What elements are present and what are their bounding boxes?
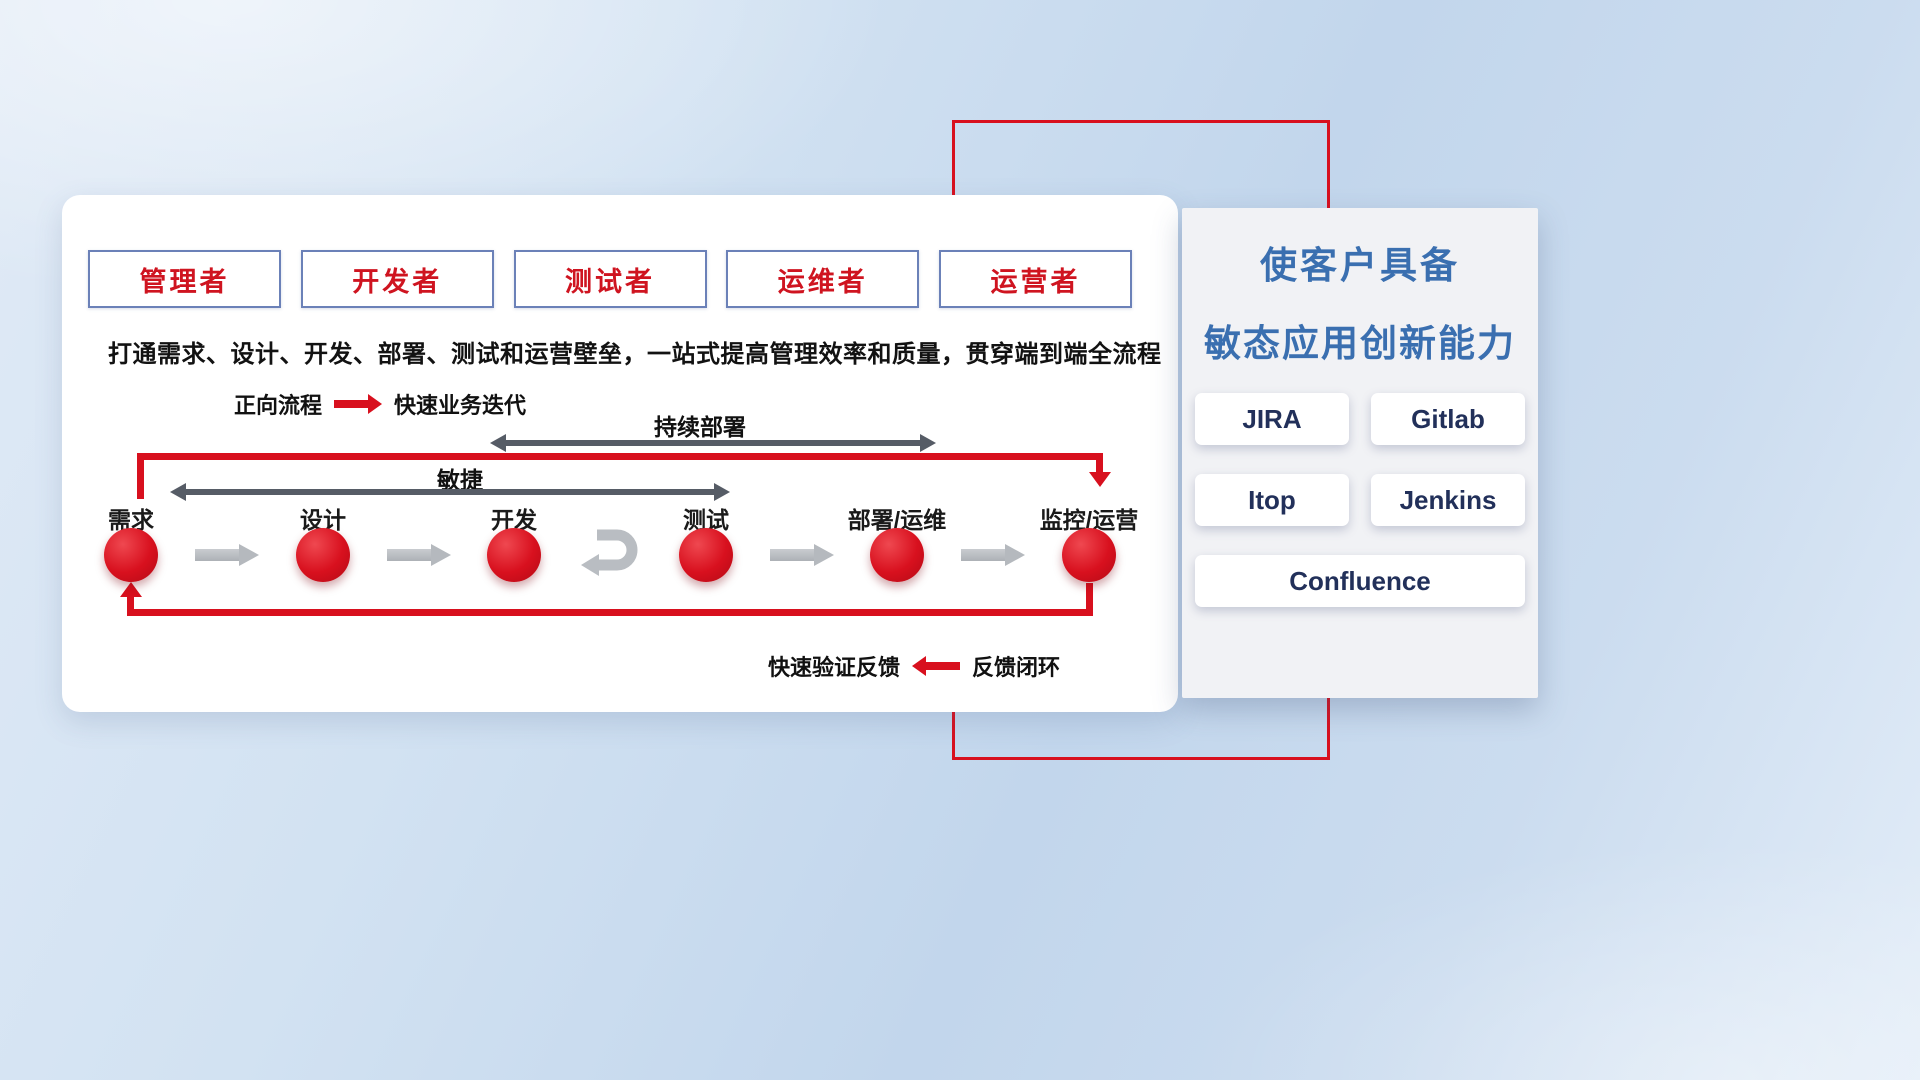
- node-circle-monitor-operate: [1062, 528, 1116, 582]
- panel-title-line2: 敏态应用创新能力: [1204, 323, 1516, 364]
- feedback-label: 反馈闭环: [972, 655, 1061, 680]
- node-circle-requirements: [104, 528, 158, 582]
- node-circle-deploy-ops: [870, 528, 924, 582]
- feedback-arrow-icon: [912, 656, 961, 676]
- role-label: 运营者: [990, 266, 1081, 297]
- devops-flow-card: 管理者 开发者 测试者 运维者 运营者 打通需求、设计、开发、部署、测试和运营壁…: [62, 195, 1178, 712]
- legend-forward: 正向流程 快速业务迭代: [234, 388, 526, 420]
- subtitle-text: 打通需求、设计、开发、部署、测试和运营壁垒，一站式提高管理效率和质量，贯穿端到端…: [108, 341, 1162, 368]
- tool-jira: JIRA: [1195, 393, 1349, 445]
- red-loop-right-drop: [1086, 583, 1093, 610]
- role-label: 管理者: [139, 266, 230, 297]
- panel-title-line1: 使客户具备: [1260, 245, 1460, 286]
- red-loop-up-arrowhead-icon: [120, 582, 142, 597]
- agile-label: 敏捷: [437, 467, 483, 493]
- flow-arrow-icon: [387, 544, 451, 566]
- tool-gitlab: Gitlab: [1371, 393, 1525, 445]
- red-loop-top-line: [137, 453, 1103, 460]
- forward-flow-value: 快速业务迭代: [394, 393, 527, 418]
- tool-itop: Itop: [1195, 474, 1349, 526]
- tool-confluence: Confluence: [1195, 555, 1525, 607]
- role-box-developer: 开发者: [300, 250, 494, 308]
- role-box-operator: 运营者: [939, 250, 1132, 308]
- role-label: 测试者: [565, 266, 655, 297]
- flow-arrow-icon: [961, 544, 1025, 566]
- flow-arrow-icon: [195, 544, 259, 566]
- iteration-loop-arrow-icon: [573, 521, 647, 584]
- role-box-ops: 运维者: [726, 250, 920, 308]
- node-circle-develop: [487, 528, 541, 582]
- role-label: 运维者: [777, 266, 868, 297]
- tool-jenkins: Jenkins: [1371, 474, 1525, 526]
- forward-arrow-icon: [334, 394, 383, 414]
- red-loop-down-arrowhead-icon: [1089, 472, 1111, 487]
- tools-grid: JIRA Gitlab Itop Jenkins Confluence: [1195, 393, 1525, 607]
- role-box-manager: 管理者: [88, 250, 281, 308]
- continuous-deployment-label: 持续部署: [654, 414, 746, 440]
- forward-flow-label: 正向流程: [234, 393, 323, 418]
- flow-arrow-icon: [770, 544, 834, 566]
- red-loop-left-stub: [137, 453, 144, 499]
- agile-arrow: [170, 483, 730, 501]
- red-loop-bottom-line: [127, 609, 1093, 616]
- roles-row: 管理者 开发者 测试者 运维者 运营者: [88, 250, 1132, 308]
- capability-panel: 使客户具备 敏态应用创新能力 JIRA Gitlab Itop Jenkins …: [1182, 208, 1538, 698]
- panel-title: 使客户具备 敏态应用创新能力: [1182, 208, 1538, 368]
- feedback-value: 快速验证反馈: [768, 655, 901, 680]
- role-label: 开发者: [352, 266, 443, 297]
- red-loop-left-rise: [127, 596, 134, 616]
- continuous-deployment-arrow: [490, 434, 936, 452]
- role-box-tester: 测试者: [513, 250, 707, 308]
- node-circle-design: [296, 528, 350, 582]
- red-loop-right-stub: [1096, 453, 1103, 473]
- node-circle-test: [679, 528, 733, 582]
- legend-feedback: 快速验证反馈 反馈闭环: [768, 650, 1060, 682]
